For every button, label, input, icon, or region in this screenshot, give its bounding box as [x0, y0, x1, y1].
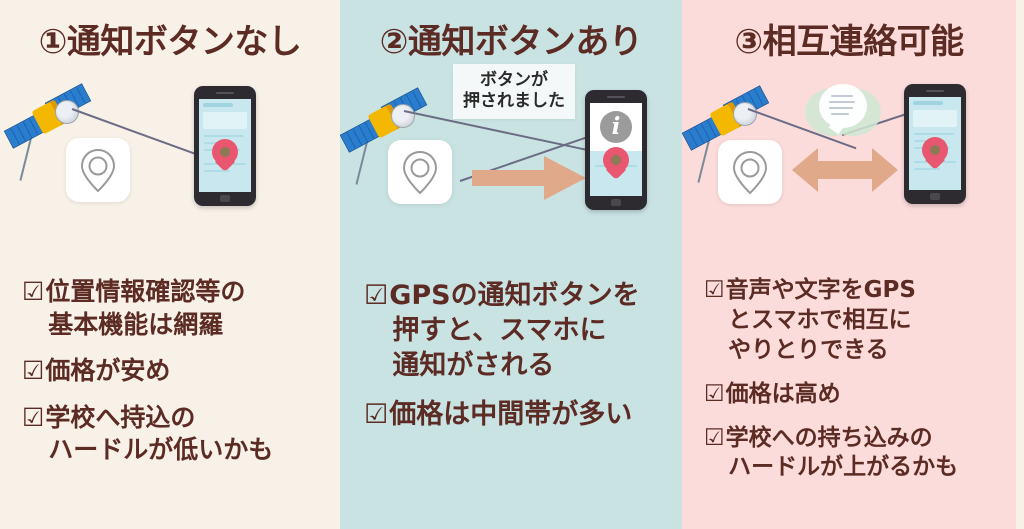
map-pin-outline-icon [80, 148, 116, 193]
bubble-line: ボタンが [480, 70, 548, 90]
phone-speaker [607, 96, 625, 98]
chat-text-line [829, 107, 853, 109]
screen-header-bar [913, 101, 943, 105]
bullet-line: ハードルが上がるかも [728, 454, 959, 481]
bullet-line: 位置情報確認等の [45, 277, 246, 306]
checkbox-icon: ☑ [22, 356, 45, 385]
column-3-panel: ③相互連絡可能 [682, 0, 1016, 529]
screen-card [203, 112, 247, 129]
phone-screen: i [590, 103, 642, 196]
checkbox-icon: ☑ [364, 280, 389, 311]
phone-speaker [926, 90, 944, 92]
bullet-line: 価格が安め [45, 356, 171, 385]
smartphone-map-icon [194, 86, 256, 206]
column-3-illustration [682, 62, 1016, 227]
phone-screen [909, 97, 961, 190]
column-2-title: ②通知ボタンあり [379, 22, 643, 62]
bullet-line: GPSの通知ボタンを [389, 280, 640, 311]
checkbox-icon: ☑ [704, 277, 725, 303]
map-pin-outline-icon [732, 150, 768, 195]
location-pin-card-icon [388, 140, 452, 204]
phone-screen [199, 99, 251, 192]
checkbox-icon: ☑ [22, 402, 45, 432]
screen-card [913, 110, 957, 127]
speech-bubble: ボタンが 押されました [453, 64, 575, 119]
bullet-item: ☑価格は高め [704, 380, 1016, 410]
satellite-dish [55, 100, 79, 124]
column-1-bullets: ☑位置情報確認等の 基本機能は網羅 ☑価格が安め ☑学校へ持込の ハードルが低い… [0, 276, 340, 481]
column-1-panel: ①通知ボタンなし [0, 0, 340, 529]
checkbox-icon: ☑ [22, 277, 45, 306]
bullet-line: 学校へ持込の [45, 402, 196, 432]
phone-home-button [220, 195, 230, 202]
bullet-line: とスマホで相互に [728, 306, 912, 333]
screen-header-bar [203, 103, 233, 107]
info-circle-icon: i [600, 111, 632, 143]
bullet-line: 押すと、スマホに [392, 315, 607, 347]
checkbox-icon: ☑ [704, 380, 725, 407]
chat-text-line [831, 95, 853, 97]
bullet-item: ☑学校への持ち込みの ハードルが上がるかも [704, 424, 1016, 484]
bullet-line: 音声や文字をGPS [725, 277, 916, 303]
chat-bubble-front [819, 84, 867, 128]
satellite-dish [391, 104, 415, 128]
column-1-illustration [0, 62, 340, 227]
checkbox-icon: ☑ [364, 399, 389, 431]
column-1-title: ①通知ボタンなし [38, 22, 302, 62]
screen-line [204, 135, 244, 137]
screen-line [914, 133, 954, 135]
bullet-item: ☑GPSの通知ボタンを 押すと、スマホに 通知がされる [364, 278, 682, 383]
location-pin-card-icon [718, 140, 782, 204]
bullet-line: 学校への持ち込みの [725, 424, 933, 451]
chat-text-line [831, 113, 849, 115]
column-3-bullets: ☑音声や文字をGPS とスマホで相互に やりとりできる ☑価格は高め ☑学校への… [682, 276, 1016, 497]
bullet-item: ☑価格は中間帯が多い [364, 397, 682, 432]
bullet-item: ☑位置情報確認等の 基本機能は網羅 [22, 276, 340, 341]
bullet-line: 価格は中間帯が多い [389, 399, 633, 431]
location-pin-card-icon [66, 138, 130, 202]
map-pin-marker [212, 139, 238, 172]
satellite-dish [733, 102, 757, 126]
map-pin-marker [603, 147, 629, 180]
bullet-line: ハードルが低いかも [48, 435, 274, 464]
column-3-title: ③相互連絡可能 [734, 22, 964, 62]
notification-overlay: i [590, 103, 642, 152]
bullet-line: やりとりできる [728, 336, 889, 363]
map-pin-outline-icon [402, 150, 438, 195]
phone-home-button [611, 199, 621, 206]
bullet-item: ☑学校へ持込の ハードルが低いかも [22, 402, 340, 467]
bullet-line: 通知がされる [392, 350, 555, 382]
arrow-right-icon [472, 156, 586, 200]
map-pin-marker [922, 137, 948, 170]
column-2-illustration: ボタンが 押されました i [340, 62, 682, 227]
column-2-panel: ②通知ボタンあり ボタンが 押されました [340, 0, 682, 529]
screen-line [914, 168, 940, 170]
satellite-icon [340, 80, 438, 185]
bullet-item: ☑価格が安め [22, 355, 340, 388]
checkbox-icon: ☑ [704, 424, 725, 451]
smartphone-notification-icon: i [585, 90, 647, 210]
satellite-icon [682, 78, 780, 183]
right-edge-strip [1016, 0, 1024, 529]
chat-text-line [829, 101, 855, 103]
column-2-bullets: ☑GPSの通知ボタンを 押すと、スマホに 通知がされる ☑価格は中間帯が多い [340, 278, 682, 446]
phone-home-button [930, 193, 940, 200]
screen-line [204, 170, 230, 172]
satellite-icon [3, 76, 102, 181]
bullet-item: ☑音声や文字をGPS とスマホで相互に やりとりできる [704, 276, 1016, 366]
smartphone-map-icon [904, 84, 966, 204]
arrow-both-directions-icon [792, 148, 898, 192]
chat-bubbles-icon [805, 82, 881, 140]
bullet-line: 基本機能は網羅 [48, 309, 224, 339]
phone-speaker [216, 92, 234, 94]
bullet-line: 価格は高め [725, 380, 841, 407]
bubble-line: 押されました [463, 91, 565, 112]
